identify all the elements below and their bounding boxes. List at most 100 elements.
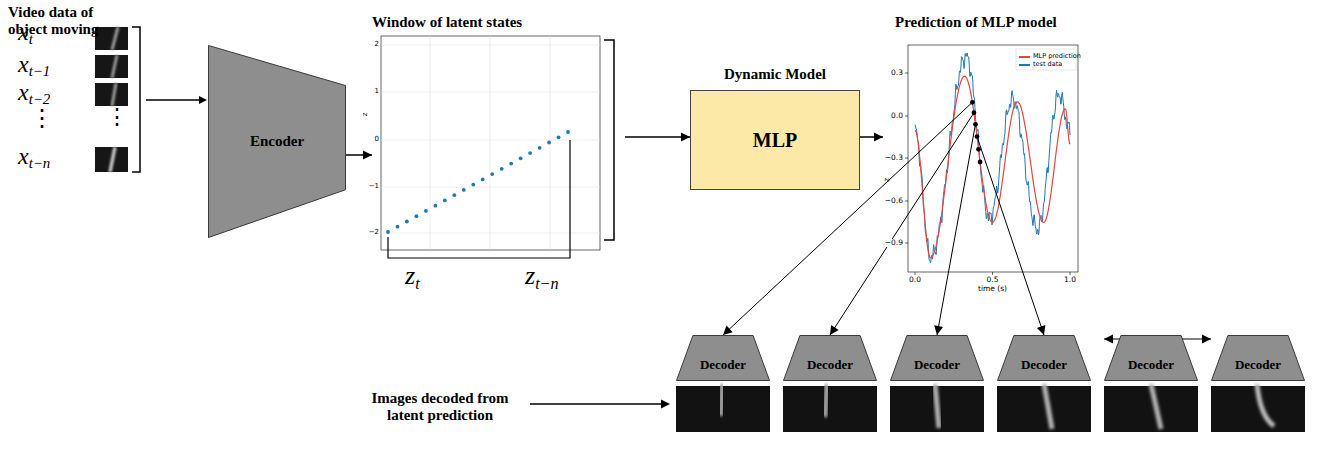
latent-point: [471, 183, 475, 187]
tick-label: 0: [375, 136, 379, 143]
input-frames: [95, 27, 128, 172]
bracket: [132, 27, 140, 172]
latent-point: [509, 162, 513, 166]
ellipsis: ⋮: [106, 106, 128, 128]
arrow-head: [874, 133, 883, 142]
arrow-head: [723, 326, 733, 335]
arrow-line: [146, 99, 200, 101]
frame-symbol: xt−1: [18, 52, 50, 79]
latent-window: Window of latent states: [372, 14, 625, 296]
tick-label: 1.0: [1063, 276, 1077, 284]
test-curve: [915, 53, 1070, 263]
video-frame: [95, 83, 128, 106]
block-label: MLP: [753, 129, 797, 152]
latent-point: [481, 178, 485, 182]
frame-symbol: xt−n: [18, 144, 50, 171]
tick-label: 0.3: [890, 69, 904, 77]
decoder-block: Decoder: [1104, 335, 1198, 381]
subscript: t−n: [535, 275, 558, 292]
trapezoid: [998, 336, 1091, 381]
subscript: t: [29, 31, 33, 47]
box-heading: Dynamic Model: [651, 66, 899, 83]
axis-title: z: [883, 178, 891, 182]
curve-point: [978, 160, 983, 165]
block-label: Decoder: [1235, 357, 1281, 373]
trapezoid: [1105, 336, 1198, 381]
axis-title: time (s): [977, 285, 1008, 293]
connector: [625, 136, 690, 138]
trapezoid: [784, 336, 877, 381]
model-box: Dynamic ModelMLP: [690, 90, 860, 190]
decoder-block: Decoder: [1211, 335, 1305, 381]
decoder-block: Decoder: [783, 335, 877, 381]
trapezoid: [891, 336, 984, 381]
decoded-frame: [890, 384, 984, 432]
bracket: [604, 40, 614, 240]
tick-label: −0.9: [884, 239, 904, 247]
tick-label: −1: [369, 183, 379, 190]
decoder-block: Decoder: [676, 335, 770, 381]
legend-line: [1019, 56, 1030, 58]
block-label: Decoder: [1128, 357, 1174, 373]
video-frame: [95, 27, 128, 50]
arrow-head: [934, 325, 943, 335]
pointer-label: Images decoded from latent prediction: [354, 390, 526, 425]
subscript: t: [415, 275, 419, 292]
decoded-frame: [676, 384, 770, 432]
connector: [830, 298, 854, 335]
tick-label: 0.0: [890, 112, 904, 120]
latent-point: [443, 199, 447, 203]
latent-point: [405, 220, 409, 224]
tick-label: 0.0: [908, 276, 922, 284]
latent-point: [462, 188, 466, 192]
frame-symbol: xt: [18, 20, 33, 47]
leader-line: [977, 137, 1032, 298]
arrow-head: [363, 151, 372, 160]
legend-text: MLP prediction: [1033, 53, 1081, 60]
arrow-head: [830, 325, 839, 335]
tick-label: −0.6: [884, 197, 904, 205]
latent-point: [566, 130, 570, 134]
arrow-head: [661, 400, 670, 409]
latent-point: [452, 193, 456, 197]
arrow-head: [199, 96, 207, 104]
leader-line: [944, 124, 976, 298]
pointer-line: [530, 403, 662, 405]
prediction-chart: [905, 45, 1078, 275]
tick-label: −2: [369, 229, 379, 236]
subscript: t−1: [29, 63, 51, 79]
chart-heading: Prediction of MLP model: [895, 14, 1057, 31]
latent-point: [538, 146, 542, 150]
subscript: t−n: [29, 155, 51, 171]
latent-point: [424, 209, 428, 213]
latent-point: [434, 204, 438, 208]
latent-symbol: zt: [405, 263, 420, 292]
video-frame: [95, 55, 128, 78]
block-label: Encoder: [250, 133, 304, 150]
connector: [723, 298, 763, 335]
chart-heading: Window of latent states: [372, 14, 522, 31]
leader-line: [854, 113, 974, 298]
latent-point: [557, 135, 561, 139]
block-label: Decoder: [807, 357, 853, 373]
ellipsis: ⋮: [30, 106, 54, 130]
legend-line: [1019, 64, 1030, 66]
decoded-frames: [676, 384, 1305, 432]
block-label: Decoder: [914, 357, 960, 373]
axis-title: z: [363, 113, 370, 117]
block-label: Decoder: [1021, 357, 1067, 373]
trapezoid: [209, 46, 346, 238]
legend-text: test data: [1033, 61, 1062, 68]
latent-point: [386, 230, 390, 234]
trapezoid: [677, 336, 770, 381]
trapezoid: [1212, 336, 1305, 381]
tick-label: 1: [375, 88, 379, 95]
decoded-frame: [783, 384, 877, 432]
encoder-block: Encoder: [208, 45, 346, 238]
arrow-head: [1037, 325, 1046, 335]
tick-label: −0.3: [884, 154, 904, 162]
latent-point: [547, 141, 551, 145]
arrow-head: [681, 133, 690, 142]
